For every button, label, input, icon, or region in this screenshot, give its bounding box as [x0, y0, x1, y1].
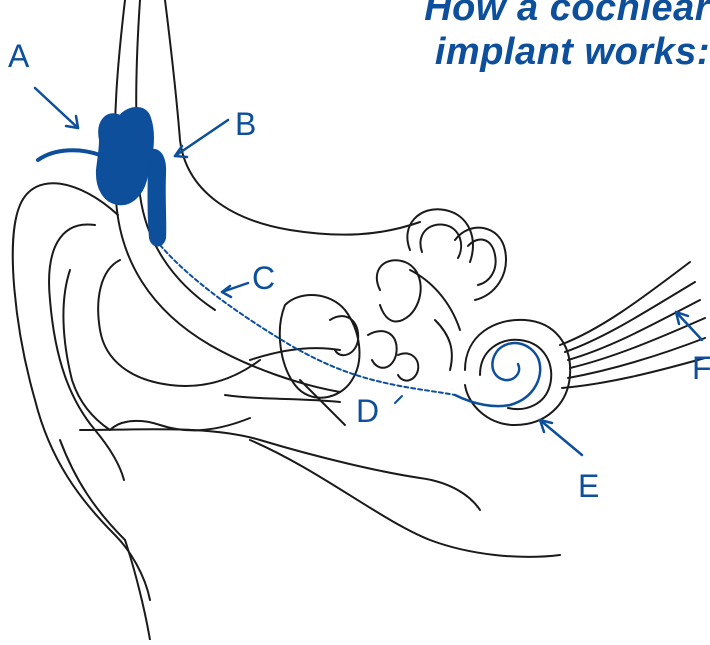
pinna-antihelix	[63, 270, 110, 430]
arrow-f	[676, 312, 702, 340]
arrow-d	[395, 396, 402, 403]
processor-cable	[38, 150, 100, 160]
incus	[368, 331, 397, 368]
semicircular-canal-1-inner	[420, 225, 461, 258]
receiver-stimulator	[149, 150, 166, 246]
label-a: A	[8, 40, 29, 72]
nerve-fiber-5	[568, 338, 705, 378]
arrow-a	[35, 88, 78, 128]
nerve-fiber-3	[568, 300, 700, 360]
ear-canal-upper	[250, 348, 340, 360]
title-line-1: How a cochlear	[330, 0, 710, 30]
nerve-fiber-2	[565, 282, 695, 352]
arrow-c	[222, 283, 248, 297]
label-b: B	[235, 108, 256, 140]
diagram-title: How a cochlear implant works:	[330, 0, 710, 74]
middle-ear-cavity	[280, 295, 360, 398]
canal-floor	[80, 429, 480, 510]
arrow-e	[540, 420, 582, 455]
jaw-line	[125, 540, 150, 640]
electrode-lead	[160, 245, 455, 395]
semicircular-canal-2	[455, 228, 506, 300]
label-c: C	[252, 262, 275, 294]
vestibule-lower	[435, 320, 452, 370]
pinna-outline	[13, 183, 150, 600]
lobule	[60, 440, 125, 540]
stapes	[398, 353, 418, 380]
label-f: F	[692, 352, 710, 384]
semicircular-canal-1	[407, 209, 473, 262]
semicircular-canal-3	[377, 260, 421, 321]
arrow-b	[175, 120, 228, 157]
lower-tissue	[250, 440, 560, 557]
label-e: E	[578, 470, 599, 502]
title-line-2: implant works:	[330, 30, 710, 74]
label-d: D	[356, 395, 379, 427]
external-processor	[97, 108, 153, 204]
